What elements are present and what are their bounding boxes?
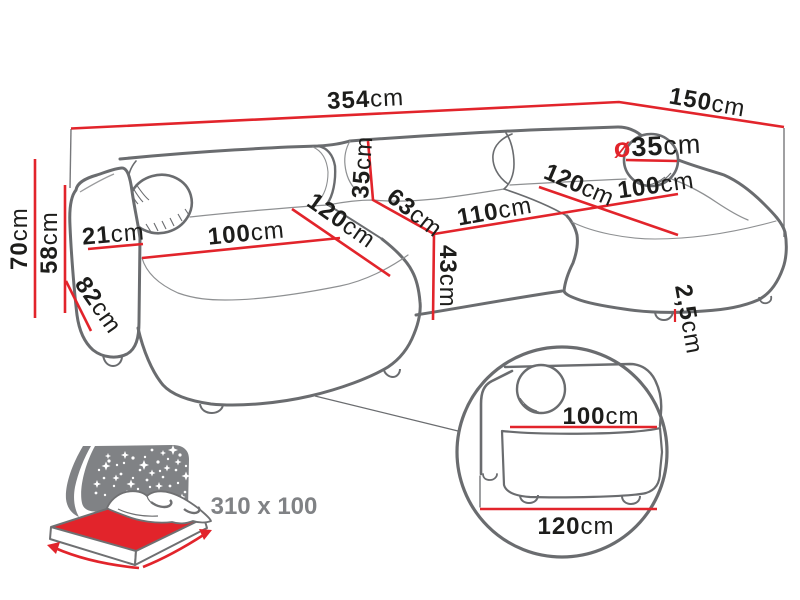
svg-text:58cm: 58cm xyxy=(36,211,63,274)
svg-text:21cm: 21cm xyxy=(81,218,146,250)
svg-text:310 x 100: 310 x 100 xyxy=(211,493,318,520)
svg-text:ø35cm: ø35cm xyxy=(613,129,702,164)
svg-text:100cm: 100cm xyxy=(207,216,286,250)
svg-text:354cm: 354cm xyxy=(326,84,404,115)
svg-text:63cm: 63cm xyxy=(382,183,448,243)
svg-text:35cm: 35cm xyxy=(347,135,378,199)
svg-text:120cm: 120cm xyxy=(537,513,614,540)
svg-text:100cm: 100cm xyxy=(562,403,639,430)
svg-text:43cm: 43cm xyxy=(434,245,461,308)
svg-text:120cm: 120cm xyxy=(540,158,618,211)
svg-text:110cm: 110cm xyxy=(455,192,534,232)
svg-text:2,5cm: 2,5cm xyxy=(669,282,708,356)
svg-text:70cm: 70cm xyxy=(6,207,33,270)
